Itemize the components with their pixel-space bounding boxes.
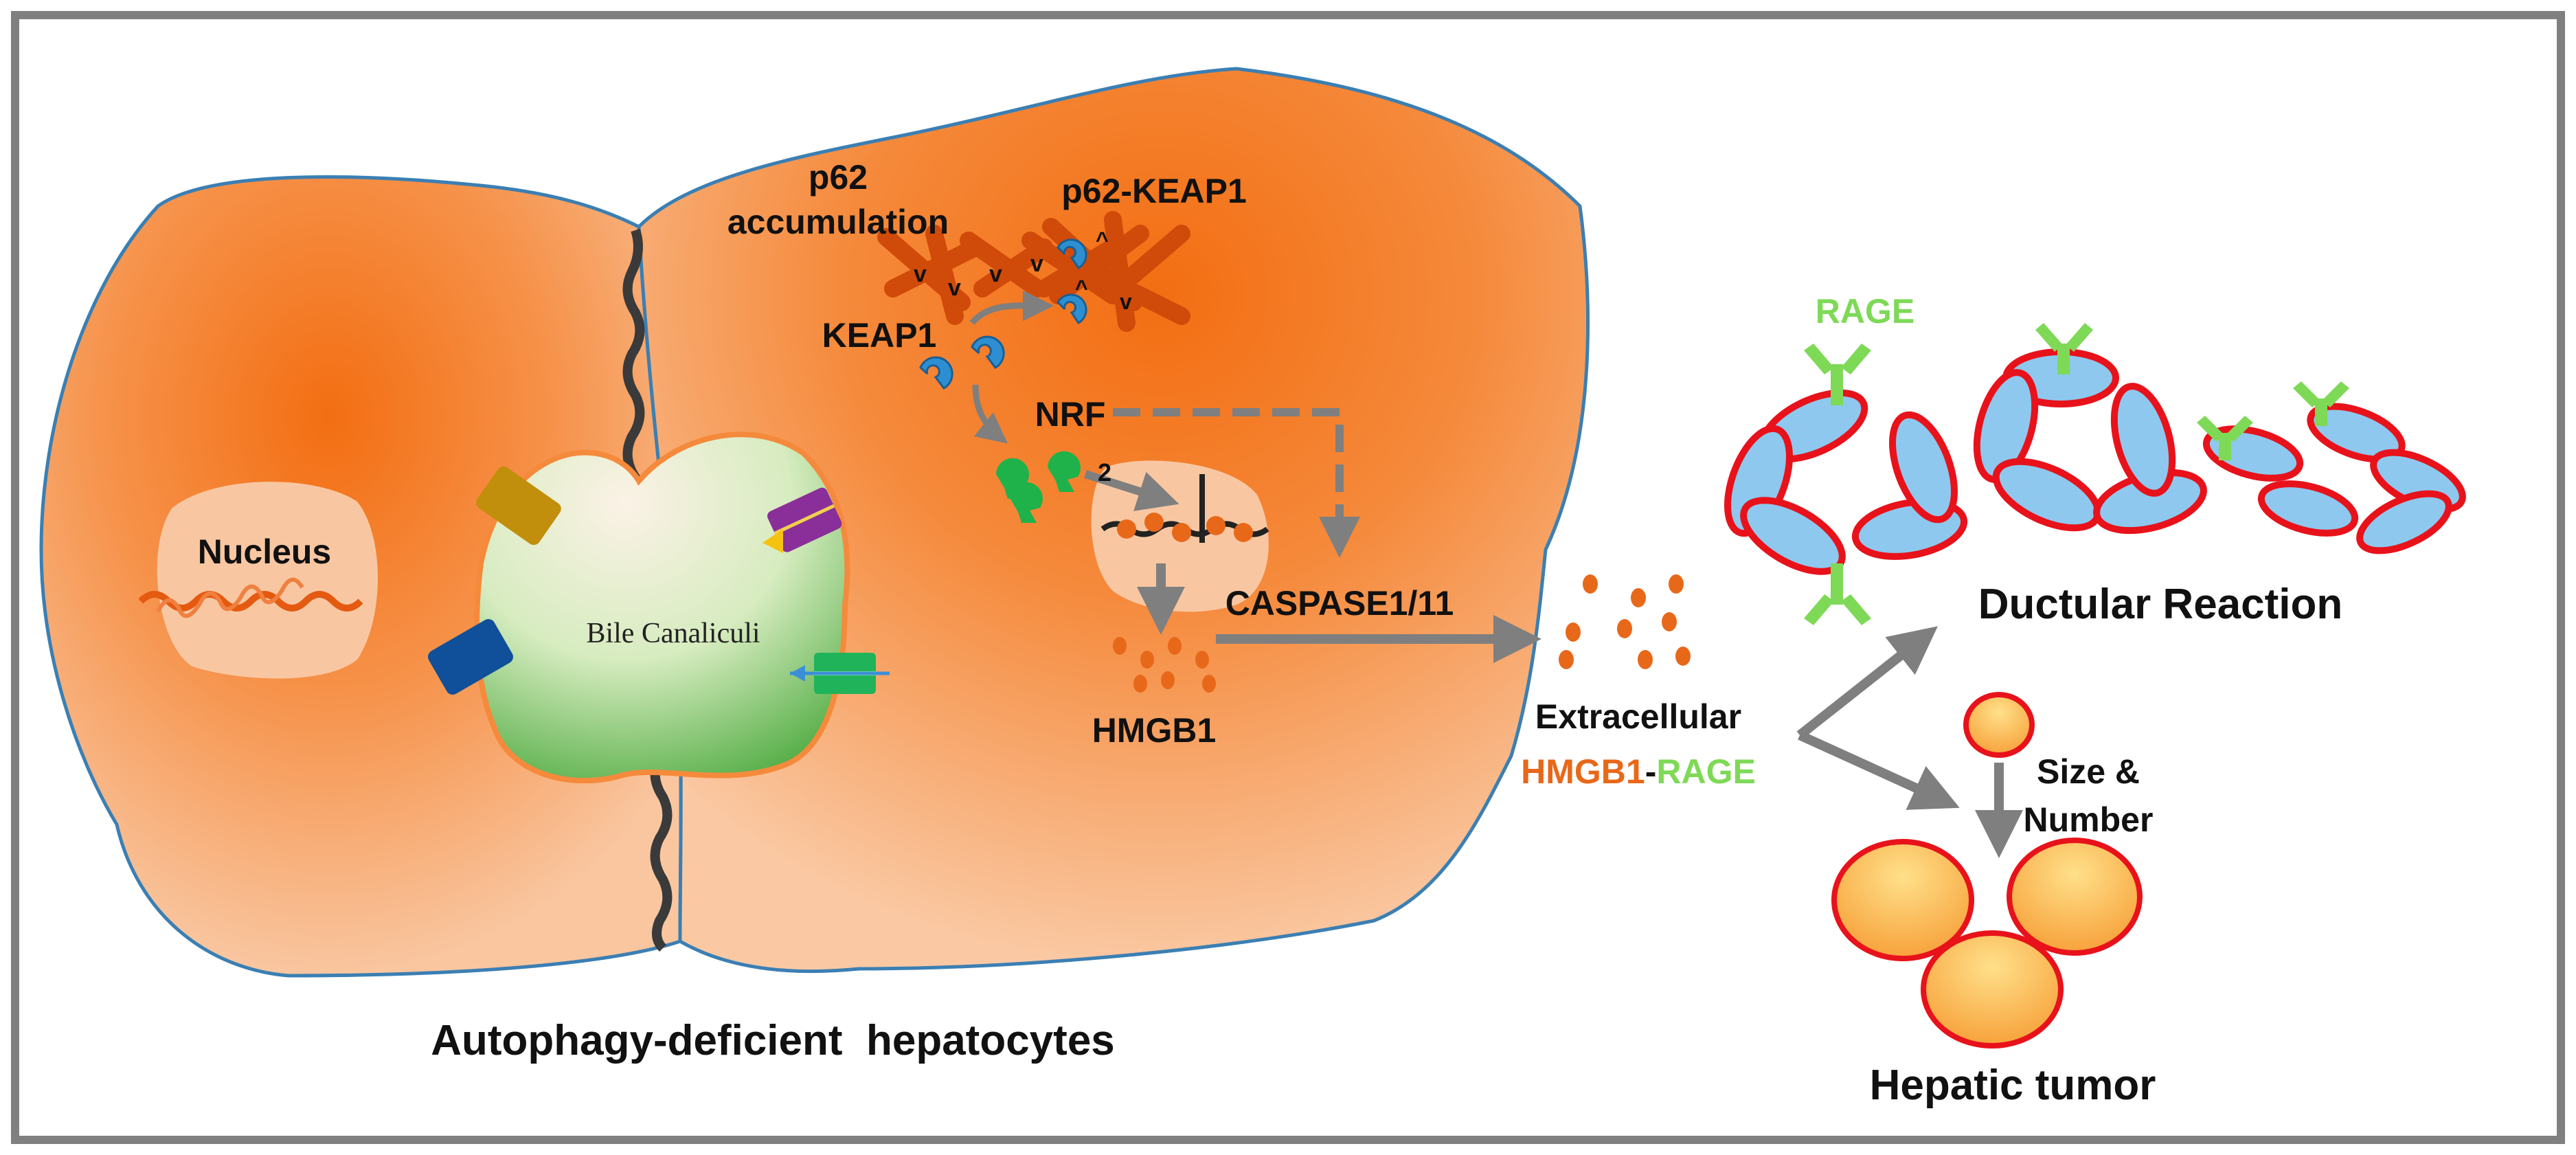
rage-receptor-3	[2035, 323, 2093, 374]
nrf-label: NRF	[1035, 395, 1106, 434]
hmgb1-rage-label: HMGB1-RAGE	[1521, 752, 1756, 791]
svg-text:v: v	[989, 261, 1002, 287]
size-number-label-line2: Number	[2024, 800, 2154, 839]
transporter-green	[790, 653, 890, 694]
nrf-subscript-label: 2	[1098, 458, 1111, 486]
keap1-label: KEAP1	[822, 316, 937, 355]
tumor-small	[1963, 692, 2035, 758]
nucleus-label: Nucleus	[198, 532, 332, 571]
ductular-cluster-1	[1724, 389, 1968, 575]
caspase-label: CASPASE1/11	[1225, 584, 1454, 623]
ductular-reaction-label: Ductular Reaction	[1978, 581, 2343, 628]
nrf2-molecules	[996, 451, 1081, 523]
chromatin-left-loops	[156, 577, 304, 618]
extracellular-label: Extracellular	[1535, 697, 1741, 736]
arrow-to-ductular-reaction	[1796, 626, 1938, 739]
rage-label: RAGE	[1816, 292, 1914, 330]
p62-keap1-complex: ^ ^ v	[1042, 211, 1190, 332]
p62-v-marks: v v v v	[914, 251, 1043, 301]
p62-accumulation-label-line1: p62	[809, 158, 868, 197]
arrow-nrf-to-caspase	[1113, 408, 1360, 558]
svg-text:^: ^	[1096, 227, 1109, 252]
svg-text:^: ^	[1075, 276, 1088, 300]
transporter-yellow-triangle	[762, 529, 783, 553]
nrf2-bound-dna	[1117, 513, 1253, 542]
svg-text:v: v	[1120, 289, 1132, 314]
hepatic-tumor-label: Hepatic tumor	[1870, 1062, 2156, 1109]
hmgb1-part: HMGB1	[1521, 752, 1645, 791]
figure-caption: Autophagy-deficient hepatocytes	[431, 1017, 1115, 1064]
hmgb1-extracellular	[1559, 574, 1691, 669]
left-nucleus	[157, 482, 378, 679]
svg-text:v: v	[914, 261, 927, 287]
tumor-large-3	[1921, 930, 2064, 1049]
arrow-to-hepatic-tumor	[1798, 730, 1960, 810]
rage-part: RAGE	[1656, 752, 1755, 791]
svg-text:v: v	[1030, 251, 1043, 277]
hmgb1-label: HMGB1	[1092, 711, 1217, 750]
hmgb1-intracellular	[1113, 637, 1216, 693]
p62-accumulation-label-line2: accumulation	[727, 203, 949, 241]
tumor-large-1	[1831, 839, 1974, 961]
tight-junction-bottom	[650, 753, 673, 952]
rage-receptor-2	[1804, 563, 1871, 625]
transporter-purple	[767, 487, 842, 552]
svg-text:v: v	[948, 275, 961, 301]
transporter-blue	[428, 618, 513, 695]
size-number-label-line1: Size &	[2037, 752, 2140, 791]
rage-receptor-5	[2293, 381, 2349, 426]
p62-keap1-label: p62-KEAP1	[1061, 172, 1247, 210]
rage-receptor-4	[2197, 416, 2253, 460]
ductular-cluster-2	[1973, 348, 2207, 535]
tumor-large-2	[2007, 838, 2143, 956]
arrow-keap1-to-complex	[969, 290, 1054, 326]
rage-receptor-1	[1804, 344, 1871, 405]
bile-canaliculi-label: Bile Canaliculi	[586, 618, 760, 649]
keap1-free	[919, 335, 1005, 390]
arrow-nrf2-to-nucleus	[1084, 470, 1179, 511]
arrow-keap1-to-nrf2	[972, 384, 1008, 444]
hmgb1-rage-dash: -	[1645, 752, 1657, 791]
transporter-gold	[476, 466, 561, 546]
